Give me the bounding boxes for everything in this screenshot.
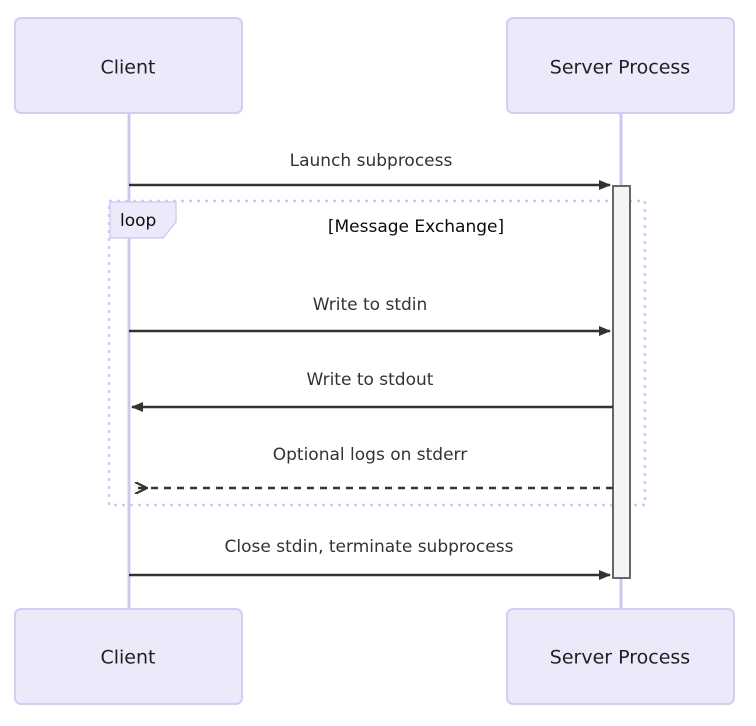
- participant-box: [506, 608, 735, 705]
- activation-bar-server: [612, 185, 631, 579]
- participant-box: [14, 608, 243, 705]
- loop-fragment[interactable]: [107, 199, 647, 507]
- participant-box: [14, 17, 243, 114]
- participant-client-top[interactable]: Client: [14, 17, 243, 114]
- message-label: Close stdin, terminate subprocess: [225, 537, 514, 557]
- message-write-to-stdin[interactable]: Write to stdin: [129, 295, 611, 336]
- loop-fragment-box: [107, 199, 647, 507]
- message-label: Launch subprocess: [290, 151, 453, 171]
- participant-server-bottom[interactable]: Server Process: [506, 608, 735, 705]
- participant-server-top[interactable]: Server Process: [506, 17, 735, 114]
- message-label: Write to stdout: [307, 370, 434, 390]
- message-optional-logs-on-stderr[interactable]: Optional logs on stderr: [136, 445, 613, 488]
- participant-box: [506, 17, 735, 114]
- loop-tag-shape: [109, 201, 177, 239]
- message-close-stdin-terminate-subprocess[interactable]: Close stdin, terminate subprocess: [129, 537, 611, 580]
- participant-label-client-bottom: Client: [100, 647, 155, 669]
- loop-fragment-title: [Message Exchange]: [328, 217, 504, 237]
- participant-label-server-bottom: Server Process: [550, 647, 690, 669]
- participant-client-bottom[interactable]: Client: [14, 608, 243, 705]
- loop-tag-label: loop: [120, 211, 156, 231]
- activation-bars: [612, 185, 631, 579]
- message-label: Write to stdin: [313, 295, 428, 315]
- message-label: Optional logs on stderr: [273, 445, 468, 465]
- message-launch-subprocess[interactable]: Launch subprocess: [129, 151, 611, 190]
- participant-label-client-top: Client: [100, 57, 155, 79]
- participant-label-server-top: Server Process: [550, 57, 690, 79]
- loop-tag[interactable]: loop: [109, 201, 177, 239]
- message-write-to-stdout[interactable]: Write to stdout: [131, 370, 613, 412]
